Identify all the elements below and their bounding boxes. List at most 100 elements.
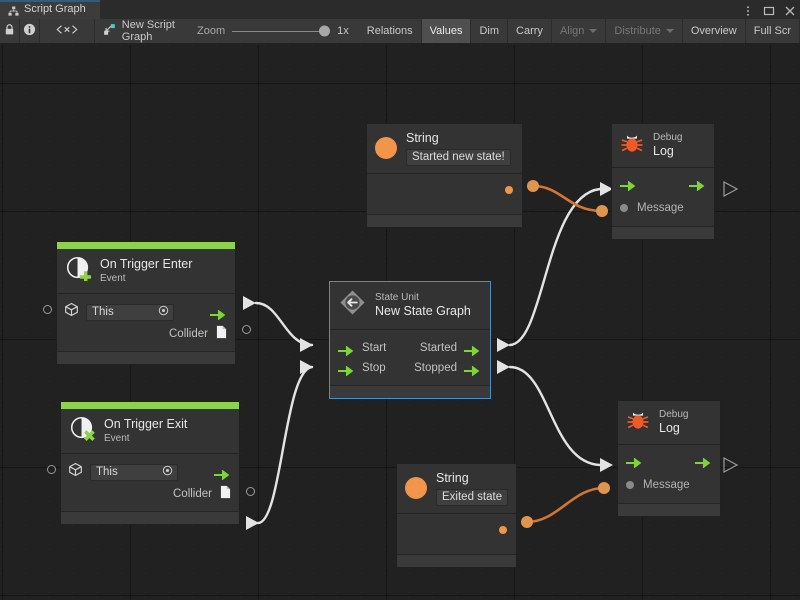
- node-subtitle: Debug: [659, 409, 689, 421]
- toolbar-button-full-screen[interactable]: Full Scr: [745, 19, 800, 43]
- edge-string-top-to-message: [531, 184, 604, 213]
- object-picker-icon[interactable]: [158, 305, 169, 319]
- start-label: Start: [362, 341, 387, 354]
- toolbar-button-overview[interactable]: Overview: [682, 19, 746, 43]
- toolbar-button-values[interactable]: Values: [421, 19, 472, 43]
- node-exit-collider-out-port[interactable]: [246, 487, 255, 496]
- arrowhead-stop-in: [300, 360, 313, 374]
- close-icon[interactable]: [784, 4, 796, 16]
- toolbar-button-relations[interactable]: Relations: [358, 19, 422, 43]
- node-title: String: [436, 471, 469, 485]
- node-titles: String Exited state: [436, 471, 509, 506]
- code-view-button[interactable]: [39, 19, 95, 43]
- node-enter-left-input-port[interactable]: [43, 305, 52, 314]
- maximize-icon[interactable]: [763, 4, 775, 16]
- node-header: Debug Log: [612, 124, 714, 168]
- target-object-field[interactable]: This: [86, 303, 174, 321]
- toolbar-button-dim[interactable]: Dim: [471, 19, 509, 43]
- flow-output-port[interactable]: [689, 178, 706, 192]
- target-object-value: This: [92, 306, 114, 318]
- node-footer: [612, 226, 714, 239]
- code-brackets-icon: [55, 24, 79, 38]
- node-body: Message: [618, 445, 720, 503]
- node-flow-row: [620, 176, 706, 192]
- toolbar-button-distribute[interactable]: Distribute: [606, 19, 683, 43]
- node-title: Log: [659, 421, 680, 436]
- message-input-port[interactable]: [620, 204, 628, 212]
- tab-script-graph[interactable]: Script Graph: [0, 0, 100, 19]
- node-enter-collider-out-port[interactable]: [242, 325, 251, 334]
- string-value-icon: [375, 137, 397, 160]
- lock-button[interactable]: [0, 19, 20, 43]
- node-message-row: Message: [620, 198, 706, 218]
- node-on-trigger-exit[interactable]: On Trigger Exit Event This: [60, 401, 240, 525]
- node-debug-log-bottom[interactable]: Debug Log: [617, 400, 721, 517]
- arrowhead-exit-out: [246, 516, 259, 530]
- start-input-port[interactable]: [338, 343, 355, 356]
- more-options-icon[interactable]: [742, 4, 754, 16]
- node-state-unit[interactable]: State Unit New State Graph Start: [329, 281, 491, 399]
- collider-value-icon[interactable]: [216, 325, 227, 344]
- stop-label: Stop: [362, 361, 386, 374]
- info-icon: [23, 23, 36, 39]
- node-header: String Exited state: [397, 464, 516, 514]
- flow-input-port[interactable]: [626, 455, 643, 469]
- node-string-started[interactable]: String Started new state!: [366, 123, 523, 228]
- edge-started-to-log-top: [508, 187, 602, 347]
- started-label: Started: [419, 341, 457, 354]
- string-value-icon: [405, 477, 427, 500]
- zoom-slider-handle[interactable]: [319, 25, 331, 37]
- node-subtitle: State Unit: [375, 291, 419, 303]
- zoom-slider[interactable]: [232, 25, 331, 37]
- collider-value-icon[interactable]: [220, 485, 231, 504]
- node-body: Start Started: [330, 330, 490, 385]
- node-title: On Trigger Enter: [100, 256, 193, 271]
- message-label: Message: [637, 202, 684, 214]
- node-debug-log-top[interactable]: Debug Log: [611, 123, 715, 240]
- node-header: Debug Log: [618, 401, 720, 445]
- data-edge-endpoints: [521, 180, 610, 528]
- string-output-port[interactable]: [505, 185, 513, 194]
- node-target-row: This: [68, 462, 231, 482]
- object-picker-icon[interactable]: [162, 465, 173, 479]
- window-controls: [742, 0, 796, 19]
- info-button[interactable]: [19, 19, 40, 43]
- stop-input-port[interactable]: [338, 363, 355, 376]
- chevron-down-icon: [589, 29, 598, 33]
- flow-input-port[interactable]: [620, 178, 637, 192]
- graph-name-label: New Script Graph: [121, 19, 175, 43]
- message-input-port[interactable]: [626, 481, 634, 489]
- flow-output-port[interactable]: [210, 307, 227, 321]
- stopped-label: Stopped: [414, 361, 457, 374]
- toolbar-button-align[interactable]: Align: [551, 19, 607, 43]
- debug-bug-icon: [620, 131, 644, 160]
- edge-stopped-to-log-bottom: [508, 365, 602, 467]
- graph-name-button[interactable]: New Script Graph: [94, 19, 188, 43]
- node-on-trigger-enter[interactable]: On Trigger Enter Event This: [56, 241, 236, 365]
- string-output-port[interactable]: [499, 525, 507, 534]
- flow-output-port[interactable]: [214, 467, 231, 481]
- flow-output-port[interactable]: [695, 455, 712, 469]
- target-object-field[interactable]: This: [90, 463, 178, 481]
- node-footer: [330, 385, 490, 398]
- target-object-value: This: [96, 466, 118, 478]
- string-value-field[interactable]: Started new state!: [406, 148, 511, 166]
- toolbar-button-carry[interactable]: Carry: [508, 19, 552, 43]
- node-body: [397, 513, 516, 554]
- toolbar-button-values-label: Values: [429, 25, 463, 37]
- tab-strip: Script Graph: [0, 0, 800, 19]
- started-output-port[interactable]: [464, 343, 481, 356]
- data-port-string-top-out: [527, 180, 539, 192]
- zoom-control: Zoom 1x: [187, 19, 359, 43]
- node-body: This: [57, 294, 235, 351]
- node-footer: [618, 503, 720, 516]
- graph-canvas[interactable]: String Started new state!: [0, 45, 800, 600]
- node-titles: On Trigger Enter Event: [100, 257, 192, 286]
- string-value-field[interactable]: Exited state: [436, 488, 509, 506]
- node-exit-left-input-port[interactable]: [47, 465, 56, 474]
- toolbar-button-overview-label: Overview: [690, 25, 737, 37]
- toolbar-button-distribute-label: Distribute: [614, 25, 661, 37]
- stopped-output-port[interactable]: [464, 363, 481, 376]
- node-string-exited[interactable]: String Exited state: [396, 463, 517, 568]
